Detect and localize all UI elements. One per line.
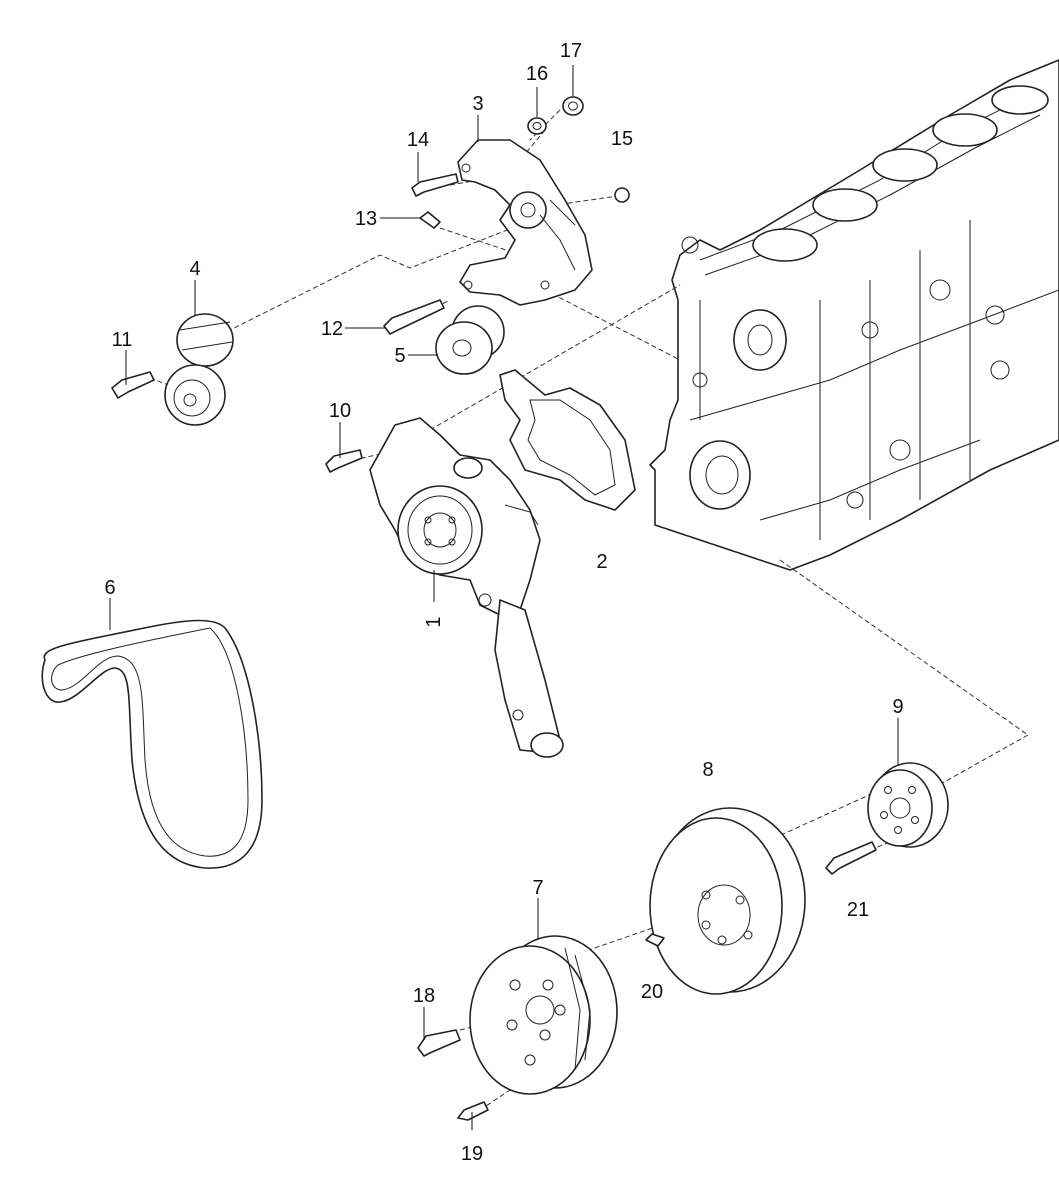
bolt [411,173,459,197]
gasket [499,369,636,511]
small-nut [614,187,630,203]
water-pump [369,417,564,758]
callout-11: 11 [112,329,133,351]
belt-tensioner [164,313,234,426]
idler-pulley [435,305,505,375]
callout-12: 12 [321,318,343,340]
adapter-flange [867,762,949,848]
callout-10: 10 [329,400,351,422]
dowel-pin [645,933,665,947]
callout-labels: 1 2 3 4 5 6 7 8 9 10 11 12 13 14 15 16 1… [104,40,903,1165]
bracket [457,139,593,306]
washer [527,117,547,135]
callout-3: 3 [472,93,483,115]
callout-4: 4 [189,258,200,280]
callout-5: 5 [394,345,405,367]
vibration-damper [469,935,618,1095]
callout-20: 20 [641,981,663,1003]
callout-6: 6 [104,577,115,599]
callout-17: 17 [560,40,582,62]
callout-9: 9 [892,696,903,718]
pulley [649,807,806,995]
bolt [417,1029,461,1057]
callout-8: 8 [702,759,713,781]
bolt [111,371,155,399]
callout-21: 21 [847,899,869,921]
callout-16: 16 [526,63,548,85]
callout-2: 2 [596,551,607,573]
callout-15: 15 [611,128,633,150]
callout-7: 7 [532,877,543,899]
callout-13: 13 [355,208,377,230]
callout-1: 1 [423,616,445,627]
callout-19: 19 [461,1143,483,1165]
engine-block [649,59,1059,571]
bolt [825,841,877,875]
drive-belt [41,619,263,869]
bolt [383,299,445,335]
nut [562,96,584,116]
bolt [325,449,363,473]
stud [457,1101,489,1121]
callout-18: 18 [413,985,435,1007]
callout-14: 14 [407,129,429,151]
leader-lines [109,65,899,1130]
bolt [419,211,441,229]
